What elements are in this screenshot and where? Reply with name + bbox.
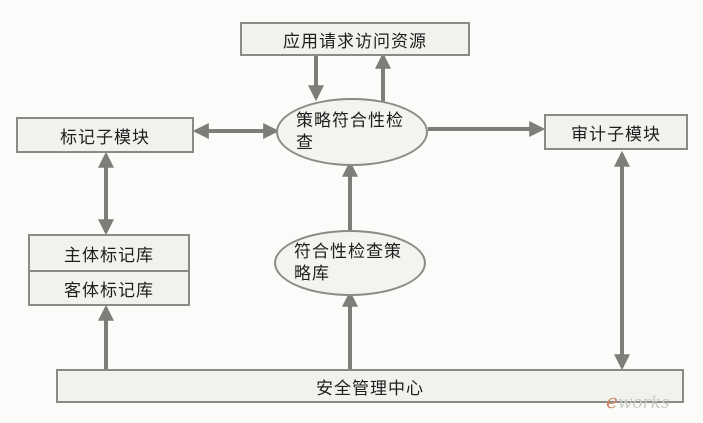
security-center-box: 安全管理中心 [56, 369, 684, 403]
watermark-prefix: e [606, 389, 618, 413]
app-request-label: 应用请求访问资源 [283, 31, 427, 52]
eworks-watermark: eworks [606, 389, 670, 413]
audit-module-box: 审计子模块 [544, 114, 688, 150]
policy-check-ellipse: 策略符合性检查 [276, 98, 428, 166]
object-label-db-text: 客体标记库 [64, 280, 154, 301]
label-module-box: 标记子模块 [16, 117, 194, 153]
app-request-box: 应用请求访问资源 [240, 22, 470, 56]
policy-db-label: 符合性检查策略库 [294, 242, 402, 284]
watermark-rest: works [617, 393, 670, 413]
object-label-db: 客体标记库 [30, 270, 188, 304]
security-center-label: 安全管理中心 [316, 378, 424, 399]
label-module-label: 标记子模块 [60, 127, 150, 148]
subject-label-db: 主体标记库 [30, 236, 188, 270]
audit-module-label: 审计子模块 [571, 124, 661, 145]
policy-db-ellipse: 符合性检查策略库 [274, 230, 426, 296]
subject-label-db-text: 主体标记库 [64, 245, 154, 266]
policy-check-label: 策略符合性检查 [296, 111, 404, 153]
label-database-stack: 主体标记库 客体标记库 [28, 234, 190, 306]
